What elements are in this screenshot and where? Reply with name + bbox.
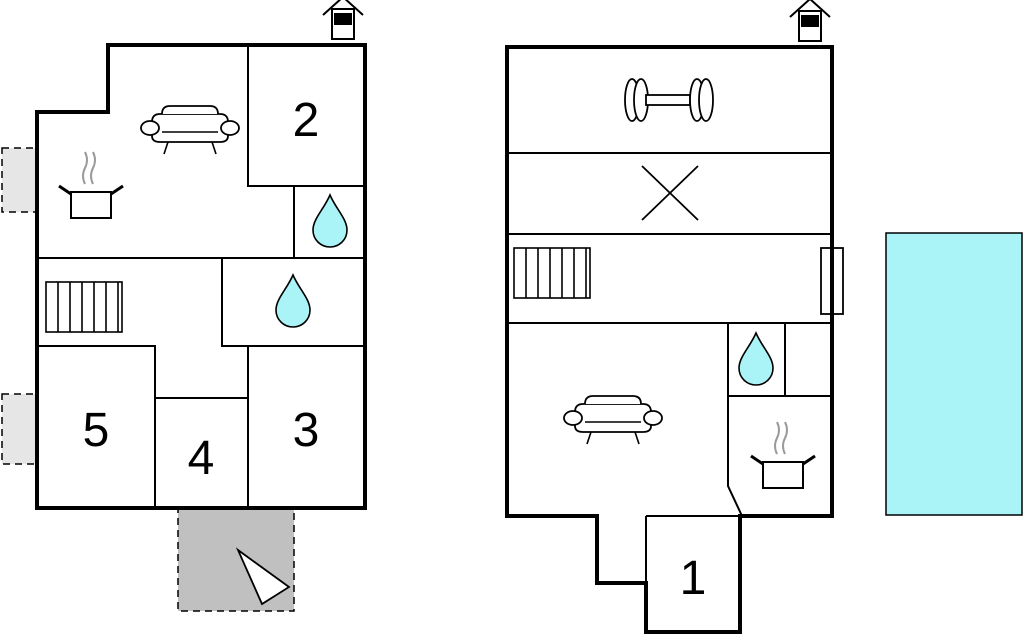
fireplace-icon (322, 0, 364, 40)
water-drop-icon (275, 274, 311, 328)
water-drop-icon (312, 194, 348, 248)
dumbbell-icon (624, 78, 714, 122)
room-label-1: 1 (680, 552, 707, 605)
terrace-entrance-arrow (235, 547, 291, 606)
cooking-pot-icon (749, 420, 817, 490)
floor-plan-left: 2 3 4 5 (1, 0, 367, 612)
outer-wall-right (505, 45, 834, 634)
outer-wall-left (35, 43, 367, 510)
sofa-icon (140, 105, 240, 155)
swimming-pool (885, 232, 1023, 516)
wall-bedroom-5 (37, 345, 156, 508)
sofa-icon (563, 395, 663, 445)
fireplace-icon (789, 0, 831, 42)
wall-bathroom-lower (221, 258, 365, 347)
room-label-2: 2 (293, 94, 320, 147)
stairs-icon (45, 281, 123, 333)
room-label-3: 3 (293, 404, 320, 457)
balcony-upper (1, 147, 38, 213)
floor-plan-right: 1 (505, 0, 844, 634)
wall-bedroom-2 (247, 45, 365, 187)
stairs-icon (513, 247, 591, 299)
terrace (177, 508, 295, 612)
cooking-pot-icon (57, 150, 125, 220)
room-label-5: 5 (83, 404, 110, 457)
room-label-4: 4 (188, 432, 215, 485)
balcony-lower (1, 393, 38, 465)
cross-mark-icon (641, 165, 699, 221)
wall-bathroom-right (727, 323, 743, 517)
water-drop-icon (738, 332, 774, 386)
